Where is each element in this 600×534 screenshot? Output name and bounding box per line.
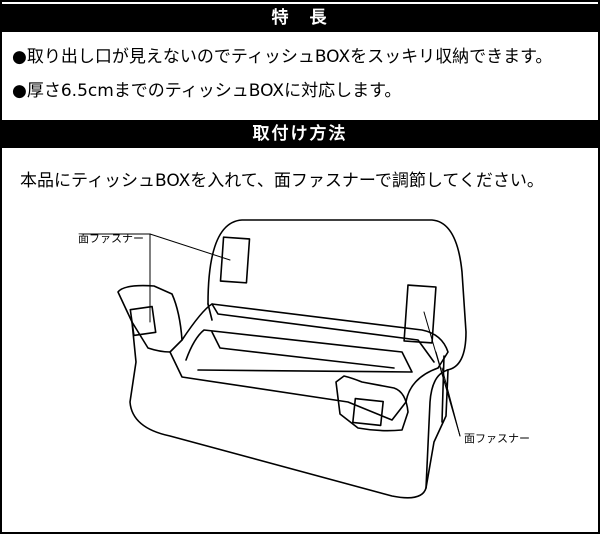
front-flap-outline: [335, 375, 409, 432]
body-outline: [129, 321, 449, 499]
feature-text-2: 厚さ6.5cmまでのティッシュBOXに対応します。: [26, 81, 402, 101]
bullet-icon: ●: [12, 81, 27, 101]
feature-item-2: ●厚さ6.5cmまでのティッシュBOXに対応します。: [12, 80, 401, 102]
features-heading: 特 長: [2, 4, 598, 32]
right-inner-edge: [441, 355, 445, 423]
tray-floor-line: [211, 331, 395, 369]
fastener-patch-front-tab: [352, 397, 384, 427]
fastener-callout-bottom: 面ファスナー: [464, 432, 530, 445]
installation-instruction: 本品にティッシュBOXを入れて、面ファスナーで調節してください。: [20, 171, 544, 191]
tray-inner: [185, 303, 435, 373]
fastener-callout-top: 面ファスナー: [78, 232, 144, 245]
feature-item-1: ●取り出し口が見えないのでティッシュBOXをスッキリ収納できます。: [12, 46, 552, 68]
installation-heading: 取付け方法: [2, 120, 598, 148]
fastener-patch-left-tab: [129, 305, 157, 337]
inner-panel: [169, 351, 439, 421]
fastener-patch-back-left: [219, 236, 251, 284]
fastener-patch-back-right: [403, 284, 437, 344]
back-flap-outline: [207, 219, 467, 371]
tissue-holder-diagram: [81, 219, 467, 499]
callout-leader-top-2: [149, 233, 231, 261]
bullet-icon: ●: [12, 47, 27, 67]
tray-top-edge: [181, 303, 449, 369]
feature-text-1: 取り出し口が見えないのでティッシュBOXをスッキリ収納できます。: [26, 47, 553, 67]
callout-leader-bottom-2: [441, 367, 461, 437]
